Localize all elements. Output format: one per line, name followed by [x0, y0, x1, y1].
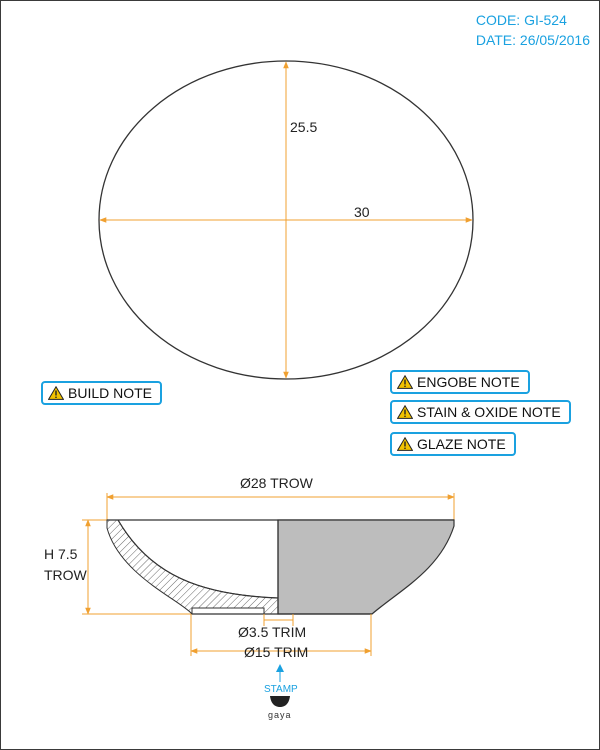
date-label: DATE: 26/05/2016	[475, 32, 590, 48]
build-note-label: BUILD NOTE	[68, 385, 153, 401]
build-note-button[interactable]: BUILD NOTE	[41, 381, 163, 405]
width-dimension-label: 30	[354, 204, 370, 220]
bowl-inner-surface	[117, 519, 279, 599]
side-height-label-line2: TROW	[44, 567, 88, 583]
top-diameter-label: Ø28 TROW	[240, 475, 314, 491]
glaze-note-button[interactable]: GLAZE NOTE	[390, 432, 516, 456]
gaya-logo-icon: gaya	[268, 696, 292, 720]
warning-icon	[397, 437, 413, 451]
warning-icon	[397, 375, 413, 389]
warning-icon	[397, 405, 413, 419]
stain-oxide-note-label: STAIN & OXIDE NOTE	[417, 404, 561, 420]
stain-oxide-note-button[interactable]: STAIN & OXIDE NOTE	[390, 400, 571, 424]
top-view-ellipse	[98, 60, 474, 380]
side-height-label-line1: H 7.5	[44, 546, 78, 562]
warning-icon	[48, 386, 64, 400]
engobe-note-button[interactable]: ENGOBE NOTE	[390, 370, 530, 394]
bowl-wall-section	[106, 519, 279, 615]
inner-foot-diameter-label: Ø3.5 TRIM	[238, 624, 306, 640]
foot-trim-recess	[191, 607, 265, 615]
bowl-exterior-glazed	[277, 519, 455, 615]
title-block: CODE: GI-524 DATE: 26/05/2016	[476, 10, 590, 50]
stamp-brand-text: gaya	[268, 710, 292, 720]
glaze-note-label: GLAZE NOTE	[417, 436, 506, 452]
stamp-pointer-arrow	[276, 664, 284, 672]
outer-foot-diameter-label: Ø15 TRIM	[244, 644, 308, 660]
stamp-label: STAMP	[264, 684, 298, 695]
height-dimension-label: 25.5	[290, 119, 317, 135]
code-label: CODE: GI-524	[475, 12, 567, 28]
engobe-note-label: ENGOBE NOTE	[417, 374, 520, 390]
